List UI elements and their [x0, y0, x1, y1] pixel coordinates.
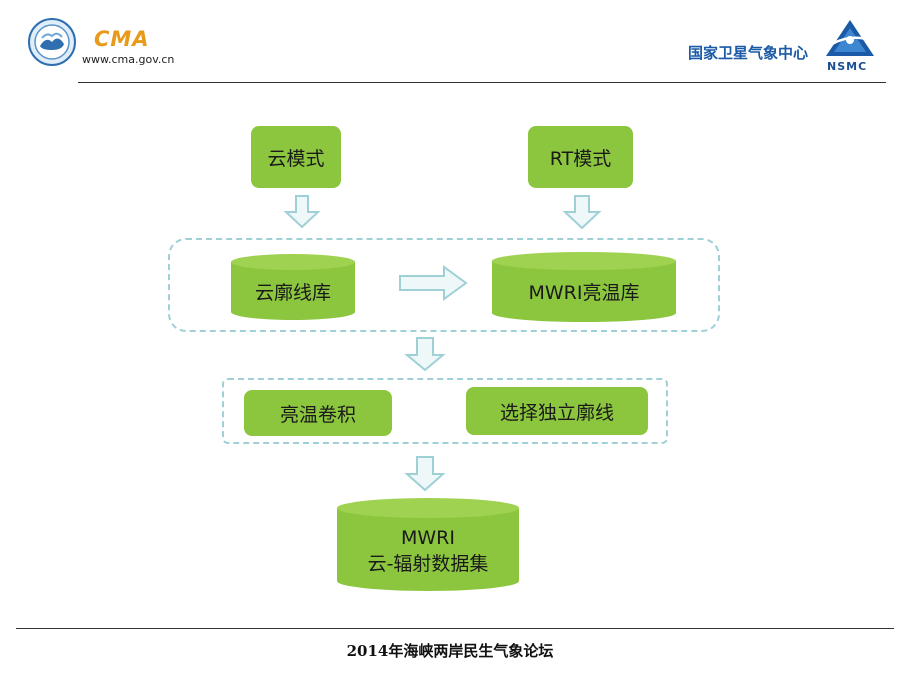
- arrow-down-3: [404, 337, 446, 372]
- processing-group: [222, 378, 668, 444]
- arrow-down-2: [562, 195, 602, 230]
- arrow-down-1: [283, 195, 321, 229]
- database-group: [168, 238, 720, 332]
- mwri-tb-cylinder: [492, 252, 676, 322]
- header-rule: [78, 82, 886, 83]
- cloud-model-box: 云模式: [251, 126, 341, 188]
- cma-abbrev: CMA: [94, 27, 150, 51]
- tb-convolution-box: 亮温卷积: [244, 390, 392, 436]
- nsmc-triangle-icon: [826, 20, 874, 56]
- nsmc-abbrev: NSMC: [827, 60, 868, 73]
- select-profiles-box: 选择独立廓线: [466, 387, 648, 435]
- cma-logo: [28, 18, 76, 66]
- cloud-profile-db-text: 云廓线库: [254, 282, 331, 305]
- arrow-right: [399, 265, 468, 301]
- dataset-line1: MWRI: [401, 527, 455, 550]
- footer-text: 2014年海峡两岸民生气象论坛: [346, 642, 554, 660]
- mwri-tb-db-label: MWRI亮温库: [492, 272, 676, 316]
- arrow-down-4: [404, 456, 446, 492]
- footer-rule: [16, 628, 894, 629]
- mwri-tb-db-text: MWRI亮温库: [528, 282, 640, 305]
- rt-model-box: RT模式: [528, 126, 633, 188]
- dataset-label: MWRI 云-辐射数据集: [337, 518, 519, 586]
- dataset-cylinder: [337, 498, 519, 591]
- nsmc-name: 国家卫星气象中心: [688, 44, 809, 62]
- cloud-profile-cylinder: [231, 254, 355, 320]
- cloud-profile-db-label: 云廓线库: [231, 272, 355, 316]
- dataset-line2: 云-辐射数据集: [367, 553, 489, 575]
- cma-url: www.cma.gov.cn: [82, 53, 175, 66]
